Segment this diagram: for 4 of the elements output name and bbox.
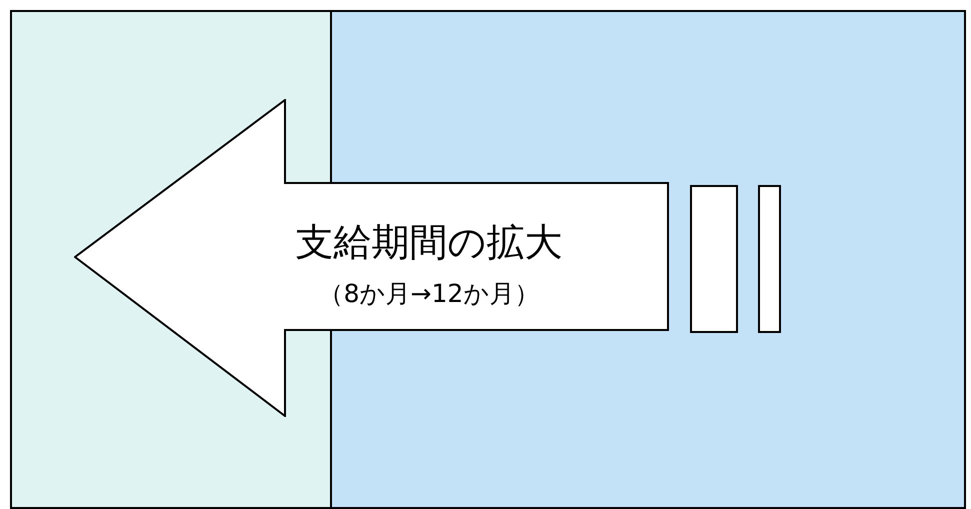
arrow-subtitle: （8か月→12か月）	[318, 279, 540, 308]
arrow-title: 支給期間の拡大	[296, 220, 562, 264]
bar-mark	[758, 185, 781, 333]
bar-mark	[690, 185, 738, 333]
